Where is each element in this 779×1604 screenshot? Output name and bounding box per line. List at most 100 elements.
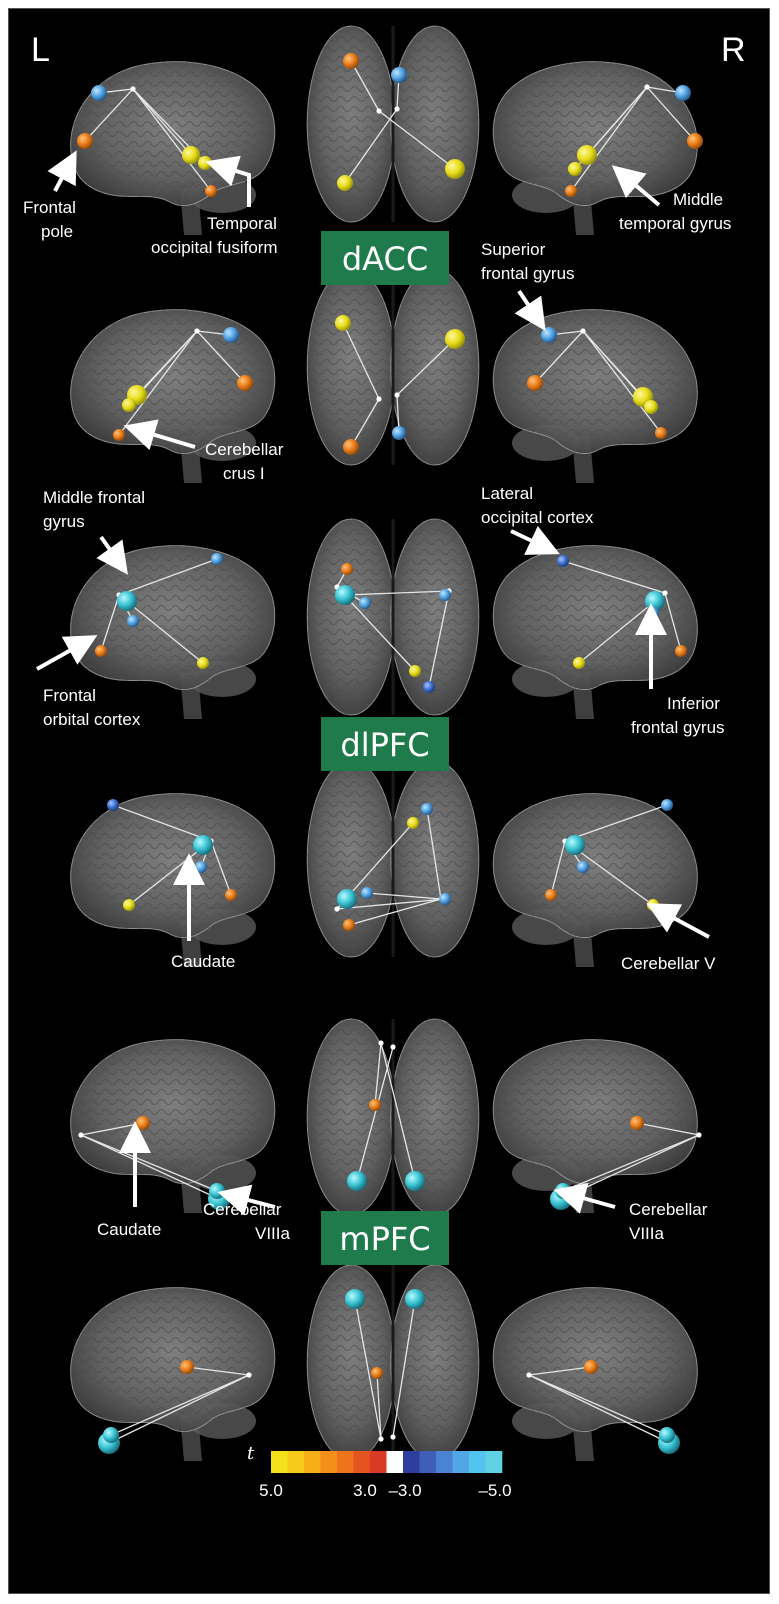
edge [428,590,450,688]
edge [348,898,442,926]
network-graph [565,84,703,197]
edge [582,330,662,434]
region-node [107,799,119,811]
seed-node [696,1132,702,1138]
region-node [445,329,465,349]
connectivity-networks [77,53,703,1454]
edge [210,840,232,896]
region-node [405,1289,425,1309]
edge [374,1042,382,1106]
edge [396,338,456,396]
region-node [343,53,359,69]
edge [80,1134,220,1200]
network-graph [334,563,452,693]
arrow-cerebellar-v [646,903,710,939]
region-node [644,400,658,414]
region-node [113,429,125,441]
label-cerebellar-viiia-right-1: Cerebellar [629,1200,708,1219]
edge [636,1122,700,1136]
region-node [423,681,435,693]
region-node [407,817,419,829]
network-graph [337,53,465,191]
colorbar-cell [386,1451,404,1473]
region-node [565,835,585,855]
colorbar-cell [436,1451,453,1473]
edge [350,398,380,448]
network-graph [545,799,673,911]
edge [118,558,218,596]
region-node [577,861,589,873]
seed-node [526,1372,532,1378]
label-middle-frontal-gyrus-1: Middle frontal [43,488,145,507]
axial-brain [306,518,480,716]
region-node [205,185,217,197]
seed-node [376,108,382,114]
axial-brain [306,760,480,958]
region-node [223,327,239,343]
region-node [209,1183,225,1199]
colorbar-cell [304,1451,321,1473]
network-graph [95,553,223,669]
label-frontal-orbital-cortex-1: Frontal [43,686,96,705]
edge [528,1374,668,1436]
region-node [661,799,673,811]
label-superior-frontal-gyrus-2: frontal gyrus [481,264,575,283]
edge [196,330,246,384]
edge [380,1042,416,1182]
left-hemisphere-label: L [31,31,50,69]
arrow-frontal-orbital-cortex [36,635,98,671]
sagittal-brain [492,1039,698,1213]
region-node [117,591,137,611]
network-graph [345,1289,425,1442]
arrow-cerebellar-crus-i [123,419,196,451]
seed-node [194,328,200,334]
seed-node [580,328,586,334]
seed-box-dlpfc: dlPFC [321,717,449,771]
label-superior-frontal-gyrus-1: Superior [481,240,546,259]
region-node [545,889,557,901]
annotation-labels: Frontal pole Temporal occipital fusiform… [23,190,731,1243]
t-colorbar: t 5.0 3.0 –3.0 –5.0 [247,1443,512,1500]
region-node [335,315,351,331]
label-cerebellar-viiia-left-1: Cerebellar [203,1200,282,1219]
arrow-middle-frontal-gyrus [96,535,128,575]
seed-node [376,396,382,402]
label-caudate-dlpfc: Caudate [171,952,235,971]
seed-node [378,1040,384,1046]
network-graph [334,803,451,931]
colorbar-cell [337,1451,354,1473]
colorbar-cell [370,1451,387,1473]
region-node [527,375,543,391]
region-node [237,375,253,391]
network-graph [347,1040,425,1191]
sagittal-brain [492,61,698,235]
region-node [445,159,465,179]
network-graph [98,1360,252,1454]
network-graph [107,799,237,911]
seed-node [130,86,136,92]
label-cerebellar-viiia-left-2: VIIIa [255,1224,291,1243]
edge [366,892,442,900]
region-node [77,133,93,149]
region-node [341,563,353,575]
edge [562,560,666,594]
region-node [409,665,421,677]
colorbar-cell [403,1451,420,1473]
region-node [439,589,451,601]
network-graph [113,327,253,441]
edge [664,592,682,652]
region-node [675,85,691,101]
region-node [555,1183,571,1199]
edge [132,88,212,192]
axial-brain [306,1018,480,1216]
colorbar-tick-3: 3.0 [353,1481,377,1500]
edge [376,1372,382,1440]
region-node [565,185,577,197]
region-node [198,156,212,170]
colorbar-symbol: t [247,1443,255,1464]
region-node [369,1099,381,1111]
edge [344,590,450,596]
region-node [225,889,237,901]
label-frontal-pole-1: Frontal [23,198,76,217]
label-inferior-frontal-gyrus-1: Inferior [667,694,720,713]
